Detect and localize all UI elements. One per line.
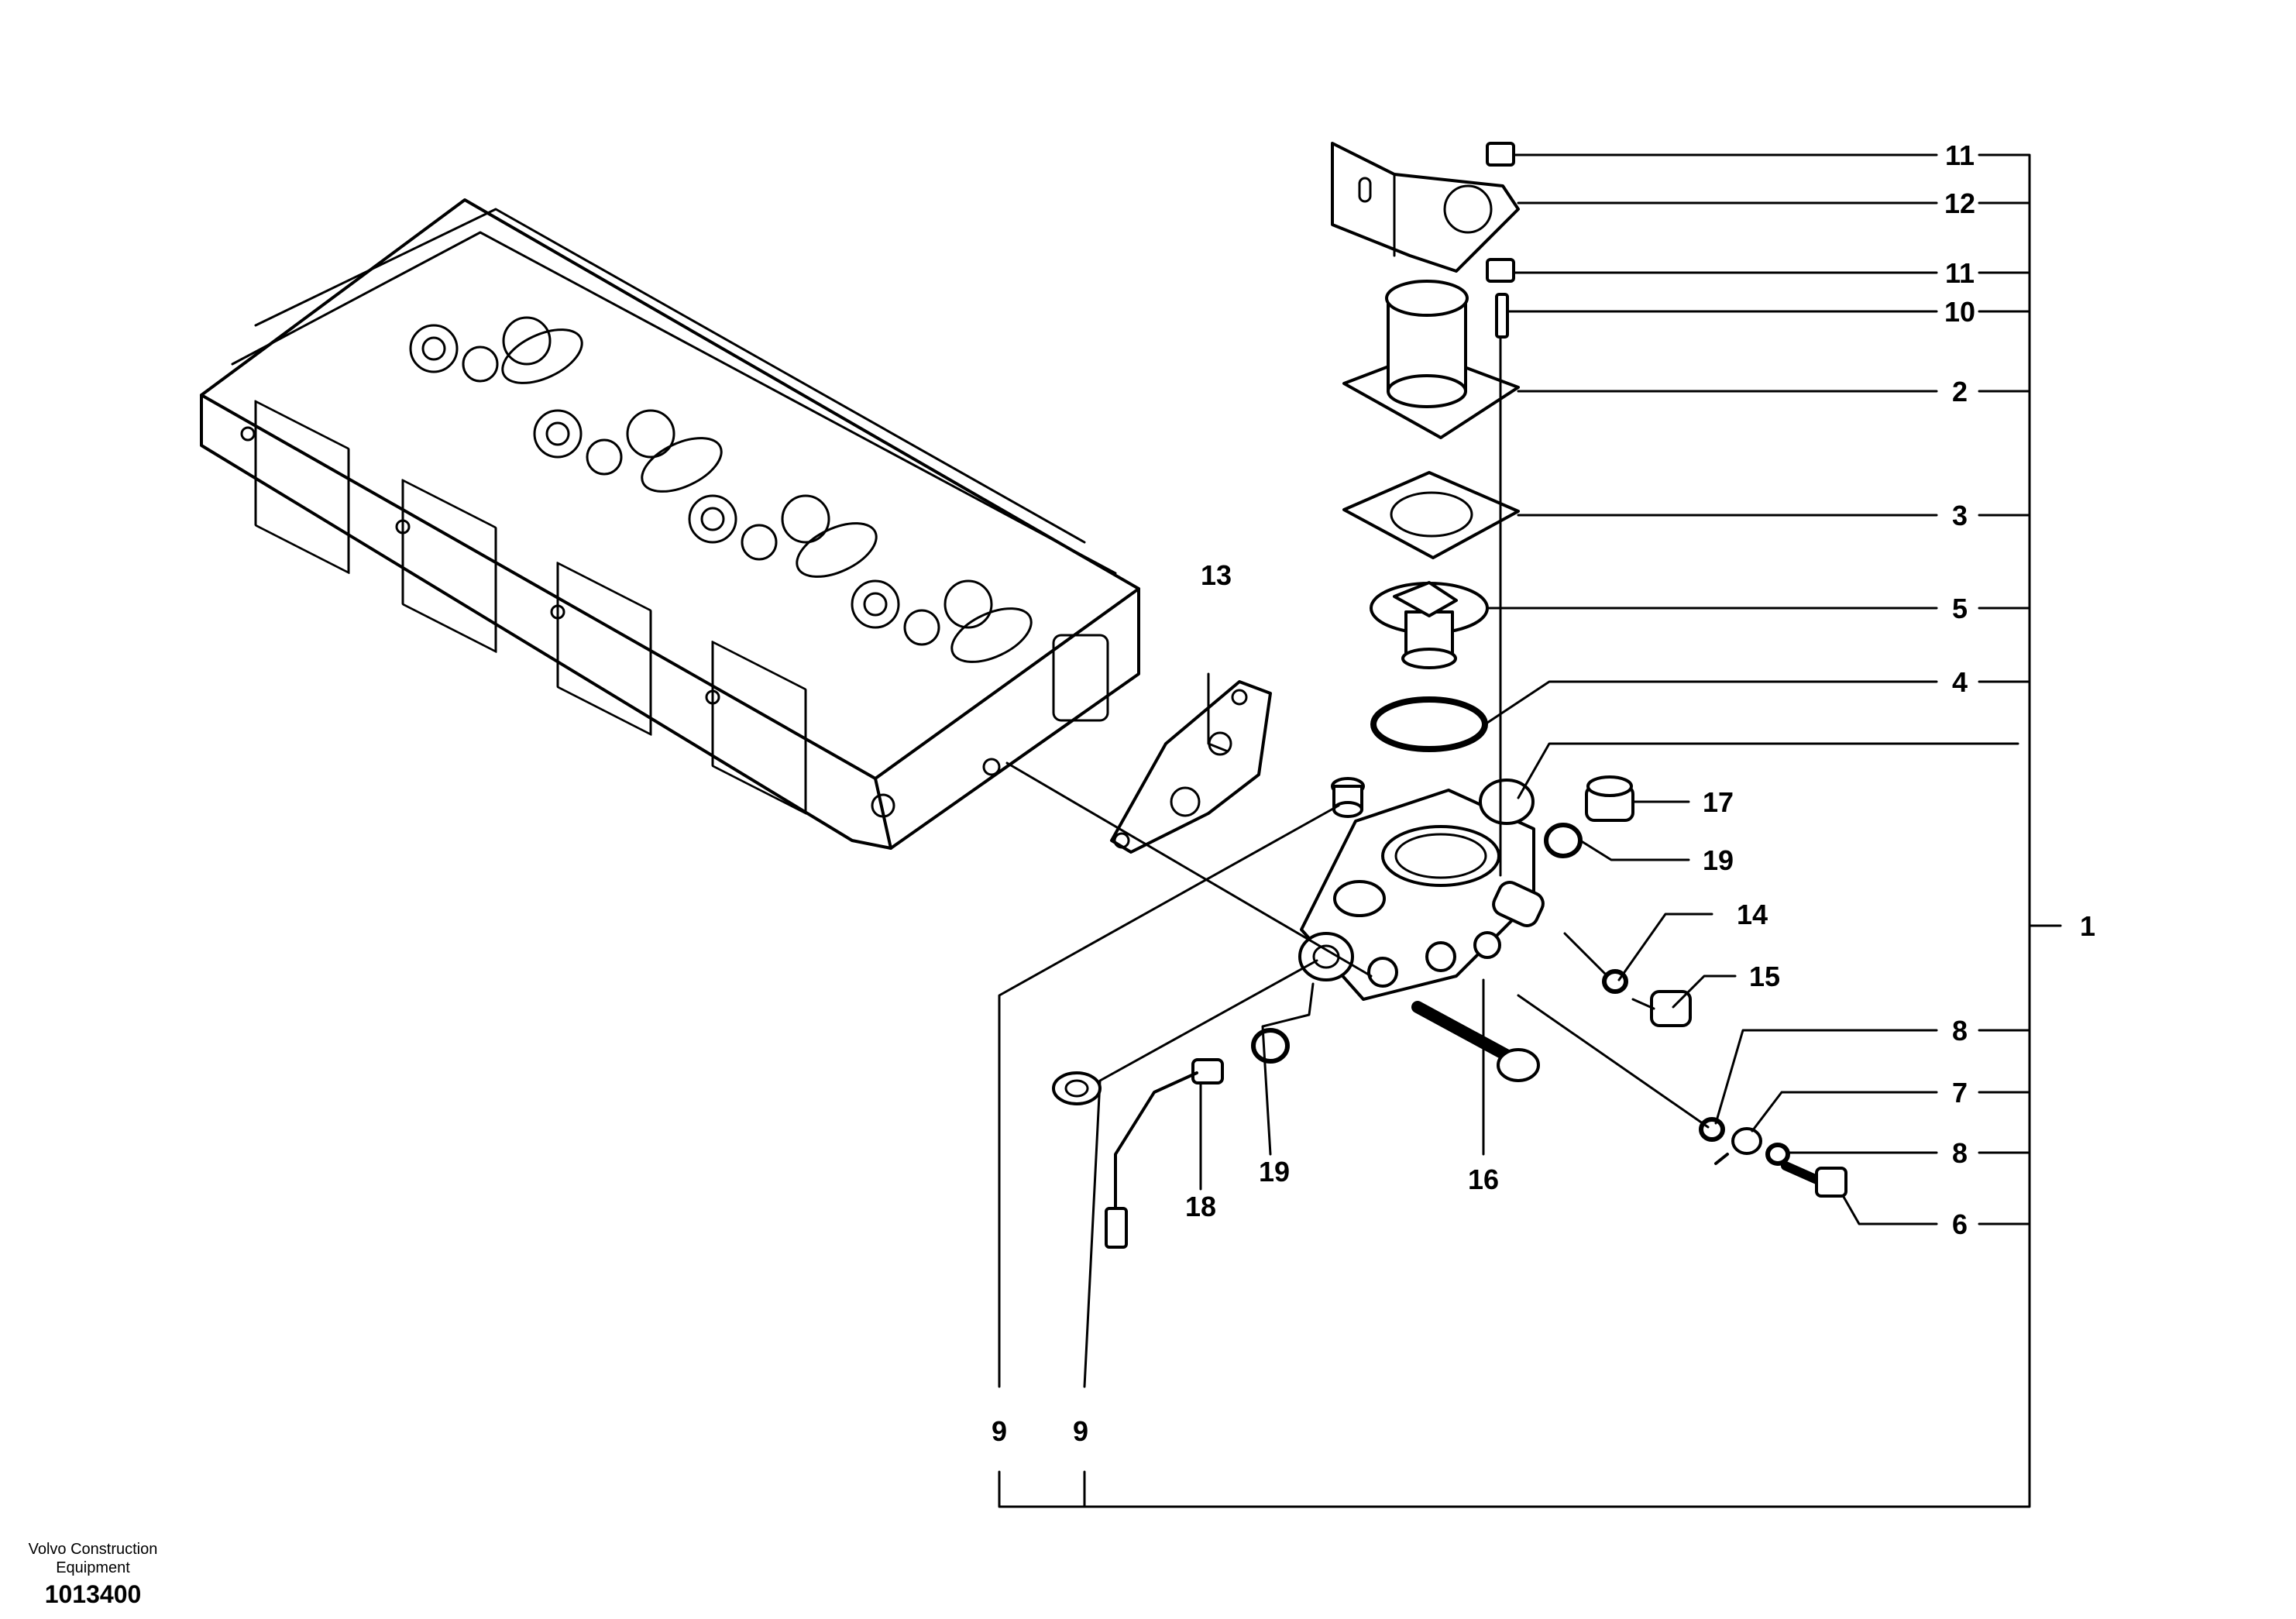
callout-5: 5 <box>1952 593 1968 624</box>
washer-8-right <box>1765 1143 1790 1166</box>
callout-1: 1 <box>2080 910 2095 942</box>
callout-14: 14 <box>1737 899 1768 930</box>
callout-18: 18 <box>1185 1191 1216 1222</box>
callout-16: 16 <box>1468 1164 1499 1195</box>
thermostat-5 <box>1370 581 1489 669</box>
stud-10 <box>1495 293 1509 339</box>
callout-3: 3 <box>1952 500 1968 531</box>
callout-numbers: 11 12 11 10 2 3 5 4 17 19 1 14 15 8 7 8 … <box>992 139 2095 1447</box>
o-ring-4 <box>1370 696 1488 752</box>
washer-14 <box>1602 969 1628 994</box>
callout-10: 10 <box>1944 296 1975 328</box>
callout-8-lower: 8 <box>1952 1137 1968 1169</box>
bolt-6 <box>1781 1161 1847 1198</box>
callout-12: 12 <box>1944 187 1975 219</box>
cylinder-head <box>200 198 1140 850</box>
assembly-lines <box>1005 337 1710 1129</box>
callout-7: 7 <box>1952 1077 1968 1109</box>
callout-8-upper: 8 <box>1952 1015 1968 1047</box>
plug-15 <box>1631 990 1692 1027</box>
thermostat-housing-1 <box>1298 779 1545 1001</box>
callout-11-upper: 11 <box>1945 139 1975 171</box>
washer-8-left <box>1699 1117 1725 1142</box>
nut-11-lower <box>1486 258 1515 283</box>
washer-19-upper <box>1544 823 1583 858</box>
bolt-16 <box>1411 1001 1540 1082</box>
callout-6: 6 <box>1952 1208 1968 1240</box>
lifting-bracket-12 <box>1331 142 1520 273</box>
terminal-7 <box>1714 1127 1762 1165</box>
callout-4: 4 <box>1952 666 1968 698</box>
plug-9-lower <box>1052 1071 1102 1105</box>
gasket-3 <box>1342 471 1520 559</box>
callout-11-lower: 11 <box>1945 257 1975 289</box>
plug-17 <box>1585 775 1634 822</box>
document-number: 1013400 <box>44 1580 142 1608</box>
plug-9-upper <box>1331 777 1365 818</box>
callout-9-left: 9 <box>992 1415 1007 1447</box>
callout-2: 2 <box>1952 376 1968 407</box>
callout-9-right: 9 <box>1073 1415 1088 1447</box>
callout-leaders <box>998 153 2062 1508</box>
nut-11-upper <box>1486 142 1515 167</box>
callout-19-upper: 19 <box>1703 844 1734 876</box>
gasket-13 <box>1110 680 1272 854</box>
callout-19-lower: 19 <box>1259 1156 1290 1188</box>
temperature-sensor-18 <box>1105 1058 1224 1249</box>
callout-17: 17 <box>1703 786 1734 818</box>
washer-19-lower <box>1251 1028 1290 1064</box>
callout-13: 13 <box>1201 559 1232 591</box>
callout-15: 15 <box>1749 961 1780 992</box>
brand-label: Volvo Construction Equipment <box>28 1541 158 1576</box>
thermostat-cover-2 <box>1342 280 1520 439</box>
